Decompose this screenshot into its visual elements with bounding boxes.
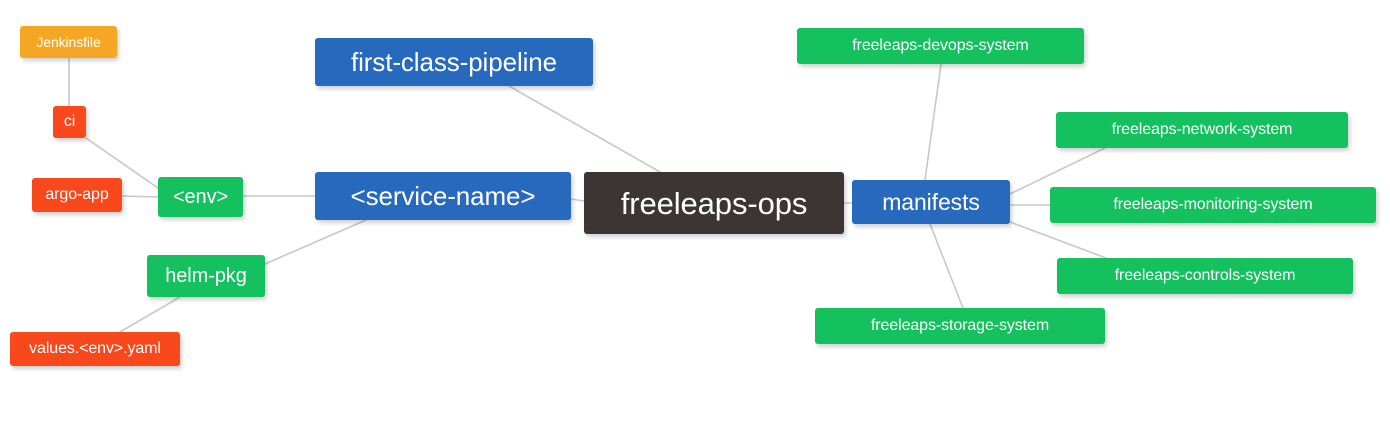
node-env[interactable]: <env>	[158, 177, 243, 217]
node-service-name[interactable]: <service-name>	[315, 172, 571, 220]
edge-first-class-pipeline-to-freeleaps-ops	[508, 85, 661, 173]
edge-service-name-to-freeleaps-ops	[570, 198, 585, 202]
node-ci[interactable]: ci	[53, 106, 86, 138]
node-monitoring-system[interactable]: freeleaps-monitoring-system	[1050, 187, 1376, 223]
node-label-devops-system: freeleaps-devops-system	[852, 37, 1029, 54]
node-label-jenkinsfile: Jenkinsfile	[36, 34, 101, 50]
node-controls-system[interactable]: freeleaps-controls-system	[1057, 258, 1353, 294]
node-manifests[interactable]: manifests	[852, 180, 1010, 224]
node-freeleaps-ops[interactable]: freeleaps-ops	[584, 172, 844, 234]
node-helm-pkg[interactable]: helm-pkg	[147, 255, 265, 297]
edge-manifests-to-storage-system	[929, 223, 964, 309]
node-devops-system[interactable]: freeleaps-devops-system	[797, 28, 1084, 64]
node-label-env: <env>	[172, 186, 229, 208]
node-label-first-class-pipeline: first-class-pipeline	[350, 47, 558, 77]
node-storage-system[interactable]: freeleaps-storage-system	[815, 308, 1105, 344]
node-label-network-system: freeleaps-network-system	[1111, 121, 1293, 138]
node-label-controls-system: freeleaps-controls-system	[1114, 267, 1296, 284]
edge-manifests-to-devops-system	[924, 63, 942, 181]
node-jenkinsfile[interactable]: Jenkinsfile	[20, 26, 117, 58]
edge-helm-pkg-to-service-name	[264, 219, 367, 265]
node-label-argo-app: argo-app	[45, 186, 109, 203]
node-first-class-pipeline[interactable]: first-class-pipeline	[315, 38, 593, 86]
node-label-manifests: manifests	[882, 188, 980, 215]
node-values-env-yaml[interactable]: values.<env>.yaml	[10, 332, 180, 366]
node-argo-app[interactable]: argo-app	[32, 178, 122, 212]
node-label-monitoring-system: freeleaps-monitoring-system	[1113, 196, 1313, 213]
node-network-system[interactable]: freeleaps-network-system	[1056, 112, 1348, 148]
edge-values-env-yaml-to-helm-pkg	[119, 296, 181, 333]
edge-manifests-to-controls-system	[1009, 221, 1107, 259]
node-label-ci: ci	[63, 113, 76, 130]
node-label-helm-pkg: helm-pkg	[165, 265, 247, 287]
edge-argo-app-to-env	[121, 195, 159, 198]
node-label-storage-system: freeleaps-storage-system	[870, 317, 1050, 334]
node-label-values-env-yaml: values.<env>.yaml	[29, 340, 161, 357]
node-label-freeleaps-ops: freeleaps-ops	[620, 185, 808, 221]
node-label-service-name: <service-name>	[350, 181, 536, 211]
